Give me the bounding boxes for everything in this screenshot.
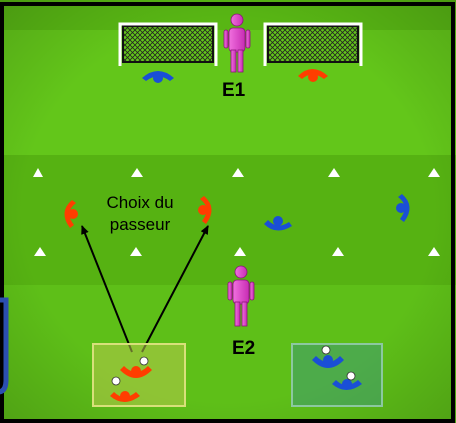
start-zone-blue bbox=[291, 343, 383, 407]
pass-arrow-icon bbox=[81, 225, 133, 353]
goal-right-icon bbox=[263, 22, 363, 66]
goal-left-icon bbox=[118, 22, 218, 66]
edge-decoration bbox=[0, 297, 9, 395]
cone-icon bbox=[34, 247, 46, 256]
passer-choice-note: Choix du passeur bbox=[90, 192, 190, 236]
cone-icon bbox=[428, 247, 440, 256]
coach-top-icon bbox=[223, 13, 251, 73]
cone-icon bbox=[234, 247, 246, 256]
player-red-right-icon bbox=[198, 196, 212, 224]
cone-row-top bbox=[33, 168, 440, 177]
passer-choice-line2: passeur bbox=[109, 215, 171, 234]
cone-row-bottom bbox=[34, 247, 440, 256]
player-group-red bbox=[110, 366, 152, 402]
cone-icon bbox=[332, 247, 344, 256]
goalkeeper-red-icon bbox=[298, 69, 328, 82]
player-red-left-icon bbox=[64, 200, 78, 228]
cone-icon bbox=[33, 168, 43, 177]
goalkeeper-blue-icon bbox=[142, 71, 174, 83]
cone-icon bbox=[428, 168, 440, 177]
player-group-blue bbox=[312, 355, 362, 390]
cone-icon bbox=[232, 168, 244, 177]
pass-arrow-icon bbox=[141, 225, 209, 353]
coach-top-label: E1 bbox=[222, 80, 246, 101]
player-blue-center-icon bbox=[264, 216, 292, 231]
coach-bottom-icon bbox=[227, 265, 255, 327]
soccer-ball-icon bbox=[321, 345, 356, 381]
cone-icon bbox=[130, 247, 142, 256]
player-blue-right-icon bbox=[396, 194, 410, 222]
passer-choice-line1: Choix du bbox=[106, 193, 174, 212]
soccer-ball-icon bbox=[111, 356, 149, 386]
cone-icon bbox=[328, 168, 340, 177]
cone-icon bbox=[131, 168, 143, 177]
coach-bottom-label: E2 bbox=[232, 338, 256, 359]
